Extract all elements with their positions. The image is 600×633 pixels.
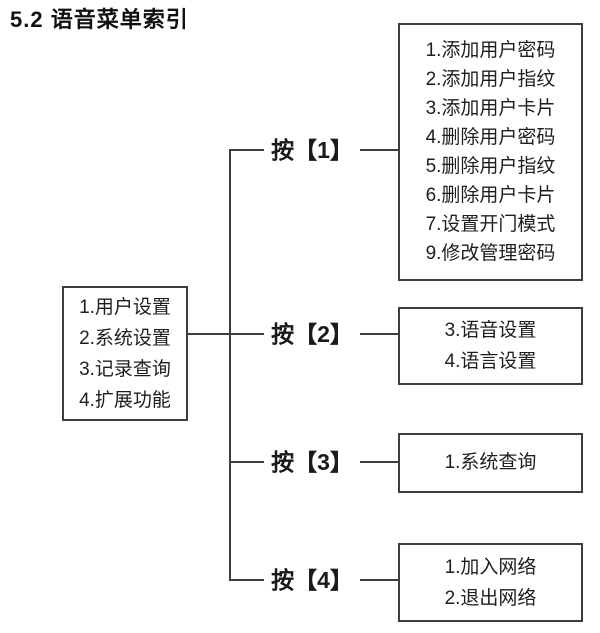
menu-item: 4.删除用户密码 <box>425 127 556 148</box>
key-label-press-3: 按【3】 <box>271 449 353 475</box>
connector-branch4-left <box>229 579 264 581</box>
root-menu-box: 1.用户设置 2.系统设置 3.记录查询 4.扩展功能 <box>62 286 188 421</box>
menu-item: 9.修改管理密码 <box>425 243 556 264</box>
menu-item: 3.添加用户卡片 <box>425 98 556 119</box>
menu-item: 1.系统查询 <box>444 452 537 473</box>
branch4-items: 1.加入网络 2.退出网络 <box>445 552 537 614</box>
menu-item: 3.记录查询 <box>79 358 171 380</box>
menu-item: 1.用户设置 <box>79 296 171 318</box>
menu-item: 3.语音设置 <box>444 320 537 341</box>
branch-box-system-settings: 3.语音设置 4.语言设置 <box>398 307 583 385</box>
key-label-press-1: 按【1】 <box>271 137 353 163</box>
branch-box-extended-functions: 1.加入网络 2.退出网络 <box>398 543 583 622</box>
connector-branch1-left <box>229 149 264 151</box>
menu-item: 7.设置开门模式 <box>425 214 556 235</box>
menu-item: 5.删除用户指纹 <box>425 156 556 177</box>
connector-branch3-right <box>360 461 398 463</box>
connector-branch4-right <box>360 579 398 581</box>
key-label-press-2: 按【2】 <box>271 321 353 347</box>
root-menu-items: 1.用户设置 2.系统设置 3.记录查询 4.扩展功能 <box>79 292 171 416</box>
section-title: 5.2 语音菜单索引 <box>10 7 189 32</box>
branch1-items: 1.添加用户密码 2.添加用户指纹 3.添加用户卡片 4.删除用户密码 5.删除… <box>426 36 556 268</box>
menu-item: 1.加入网络 <box>444 556 537 578</box>
menu-item: 2.添加用户指纹 <box>425 69 556 90</box>
branch-box-user-settings: 1.添加用户密码 2.添加用户指纹 3.添加用户卡片 4.删除用户密码 5.删除… <box>398 23 583 281</box>
connector-branch2-right <box>360 333 398 335</box>
connector-branch3-left <box>229 461 264 463</box>
connector-trunk <box>229 149 231 581</box>
menu-item: 4.扩展功能 <box>79 389 171 411</box>
branch-box-record-query: 1.系统查询 <box>398 433 583 493</box>
menu-item: 2.系统设置 <box>79 327 171 349</box>
menu-item: 2.退出网络 <box>444 587 537 609</box>
menu-item: 4.语言设置 <box>444 351 537 372</box>
connector-root-to-trunk <box>188 333 264 335</box>
menu-item: 1.添加用户密码 <box>425 40 556 61</box>
connector-branch1-right <box>360 149 398 151</box>
key-label-press-4: 按【4】 <box>271 567 353 593</box>
branch3-items: 1.系统查询 <box>445 448 537 478</box>
branch2-items: 3.语音设置 4.语言设置 <box>445 315 537 377</box>
menu-item: 6.删除用户卡片 <box>425 185 556 206</box>
